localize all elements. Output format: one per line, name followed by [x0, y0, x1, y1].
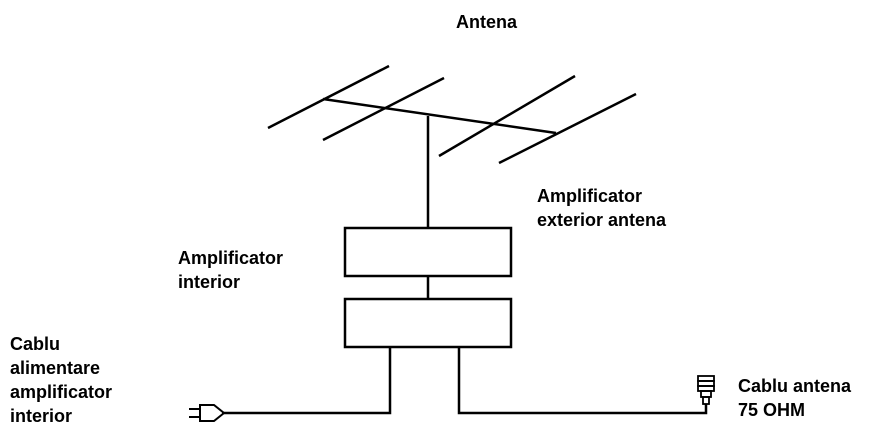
- antenna-coax-cable: [457, 347, 708, 415]
- power-cable-label: Cablu alimentare amplificator interior: [10, 334, 113, 426]
- antenna-element: [498, 92, 637, 165]
- antenna-element: [438, 74, 576, 158]
- interior-amplifier-box: [343, 297, 513, 349]
- power-plug-icon: [189, 404, 226, 422]
- antenna-label: Antena: [456, 12, 518, 32]
- exterior-amplifier-label: Amplificator exterior antena: [537, 186, 667, 230]
- antenna-cable-label: Cablu antena 75 OHM: [738, 376, 852, 420]
- antenna-boom: [322, 97, 557, 135]
- interior-amplifier-label: Amplificator interior: [178, 248, 284, 292]
- exterior-amplifier-box: [343, 226, 513, 278]
- power-cable: [222, 347, 392, 415]
- coax-connector-icon: [697, 375, 715, 405]
- antenna-element: [322, 76, 445, 142]
- antenna-element: [267, 64, 390, 130]
